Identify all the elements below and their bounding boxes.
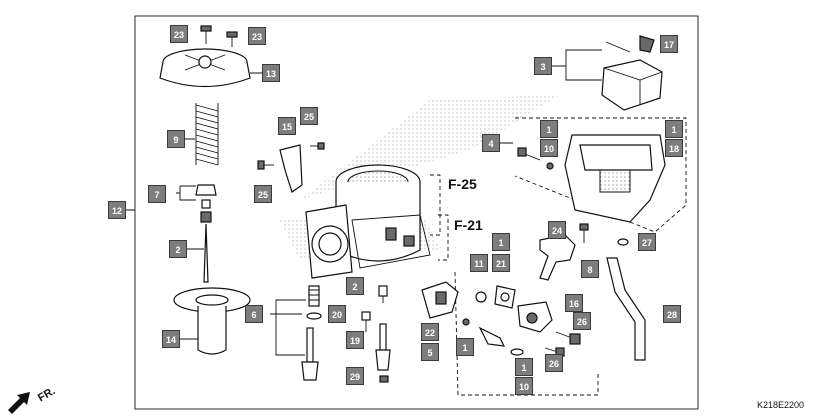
callout-9[interactable]: 9 (167, 130, 185, 148)
front-arrow-icon (8, 392, 30, 414)
callout-19[interactable]: 19 (346, 331, 364, 349)
float-chamber-screws (517, 147, 554, 170)
callout-10-b[interactable]: 10 (515, 377, 533, 395)
float-valve (639, 35, 655, 53)
needle-retainer (195, 184, 217, 223)
vacuum-piston (173, 287, 251, 355)
callout-17[interactable]: 17 (660, 35, 678, 53)
callout-12[interactable]: 12 (108, 201, 126, 219)
callout-2-drain[interactable]: 2 (346, 277, 364, 295)
drain-screw (378, 285, 388, 303)
callout-10-a[interactable]: 10 (540, 139, 558, 157)
leader-f21 (438, 214, 449, 261)
callout-1-c[interactable]: 1 (492, 233, 510, 251)
float-chamber (564, 134, 666, 223)
section-ref-f21[interactable]: F-21 (454, 217, 483, 233)
leader-f25 (430, 174, 441, 236)
throttle-bracket (257, 142, 325, 193)
starter-valve-holder (421, 281, 459, 319)
callout-21[interactable]: 21 (492, 254, 510, 272)
o-ring (617, 238, 629, 246)
callout-26-b[interactable]: 26 (545, 354, 563, 372)
callout-23-b[interactable]: 23 (248, 27, 266, 45)
section-ref-f25[interactable]: F-25 (448, 176, 477, 192)
callout-16[interactable]: 16 (565, 294, 583, 312)
callout-1-d[interactable]: 1 (456, 338, 474, 356)
callout-23-a[interactable]: 23 (170, 25, 188, 43)
float-chamber-frame (514, 117, 687, 233)
callout-28[interactable]: 28 (663, 305, 681, 323)
jet-set (301, 285, 322, 381)
callout-29[interactable]: 29 (346, 367, 364, 385)
vent-fitting (539, 223, 589, 281)
drain-hose (606, 257, 646, 361)
callout-25-b[interactable]: 25 (254, 185, 272, 203)
callout-5[interactable]: 5 (421, 343, 439, 361)
jet-holder-parts (462, 285, 524, 356)
callout-1-a[interactable]: 1 (540, 120, 558, 138)
callout-27[interactable]: 27 (638, 233, 656, 251)
throttle-spring (195, 103, 219, 166)
callout-1-e[interactable]: 1 (515, 358, 533, 376)
lower-parts-frame (454, 271, 599, 396)
diagram-code: K218E2200 (757, 400, 805, 410)
float (601, 41, 663, 111)
callout-14[interactable]: 14 (162, 330, 180, 348)
diagram-frame (134, 15, 699, 410)
jet-needle (203, 223, 209, 283)
callout-3[interactable]: 3 (534, 57, 552, 75)
callout-11[interactable]: 11 (470, 254, 488, 272)
callout-1-b[interactable]: 1 (665, 120, 683, 138)
callout-4[interactable]: 4 (482, 134, 500, 152)
callout-2-needle[interactable]: 2 (169, 240, 187, 258)
callout-6[interactable]: 6 (245, 305, 263, 323)
pilot-screw-set (361, 311, 391, 383)
callout-22[interactable]: 22 (421, 323, 439, 341)
carburetor-top-cap (159, 48, 251, 88)
callout-15[interactable]: 15 (278, 117, 296, 135)
cap-screws (200, 25, 238, 47)
callout-8[interactable]: 8 (581, 260, 599, 278)
carburetor-body (305, 164, 431, 279)
callout-13[interactable]: 13 (262, 64, 280, 82)
callout-18[interactable]: 18 (665, 139, 683, 157)
callout-25-a[interactable]: 25 (300, 107, 318, 125)
accelerator-pump-parts (517, 301, 581, 357)
callout-7[interactable]: 7 (148, 185, 166, 203)
callout-26-a[interactable]: 26 (573, 312, 591, 330)
callout-24[interactable]: 24 (548, 221, 566, 239)
callout-20[interactable]: 20 (328, 305, 346, 323)
